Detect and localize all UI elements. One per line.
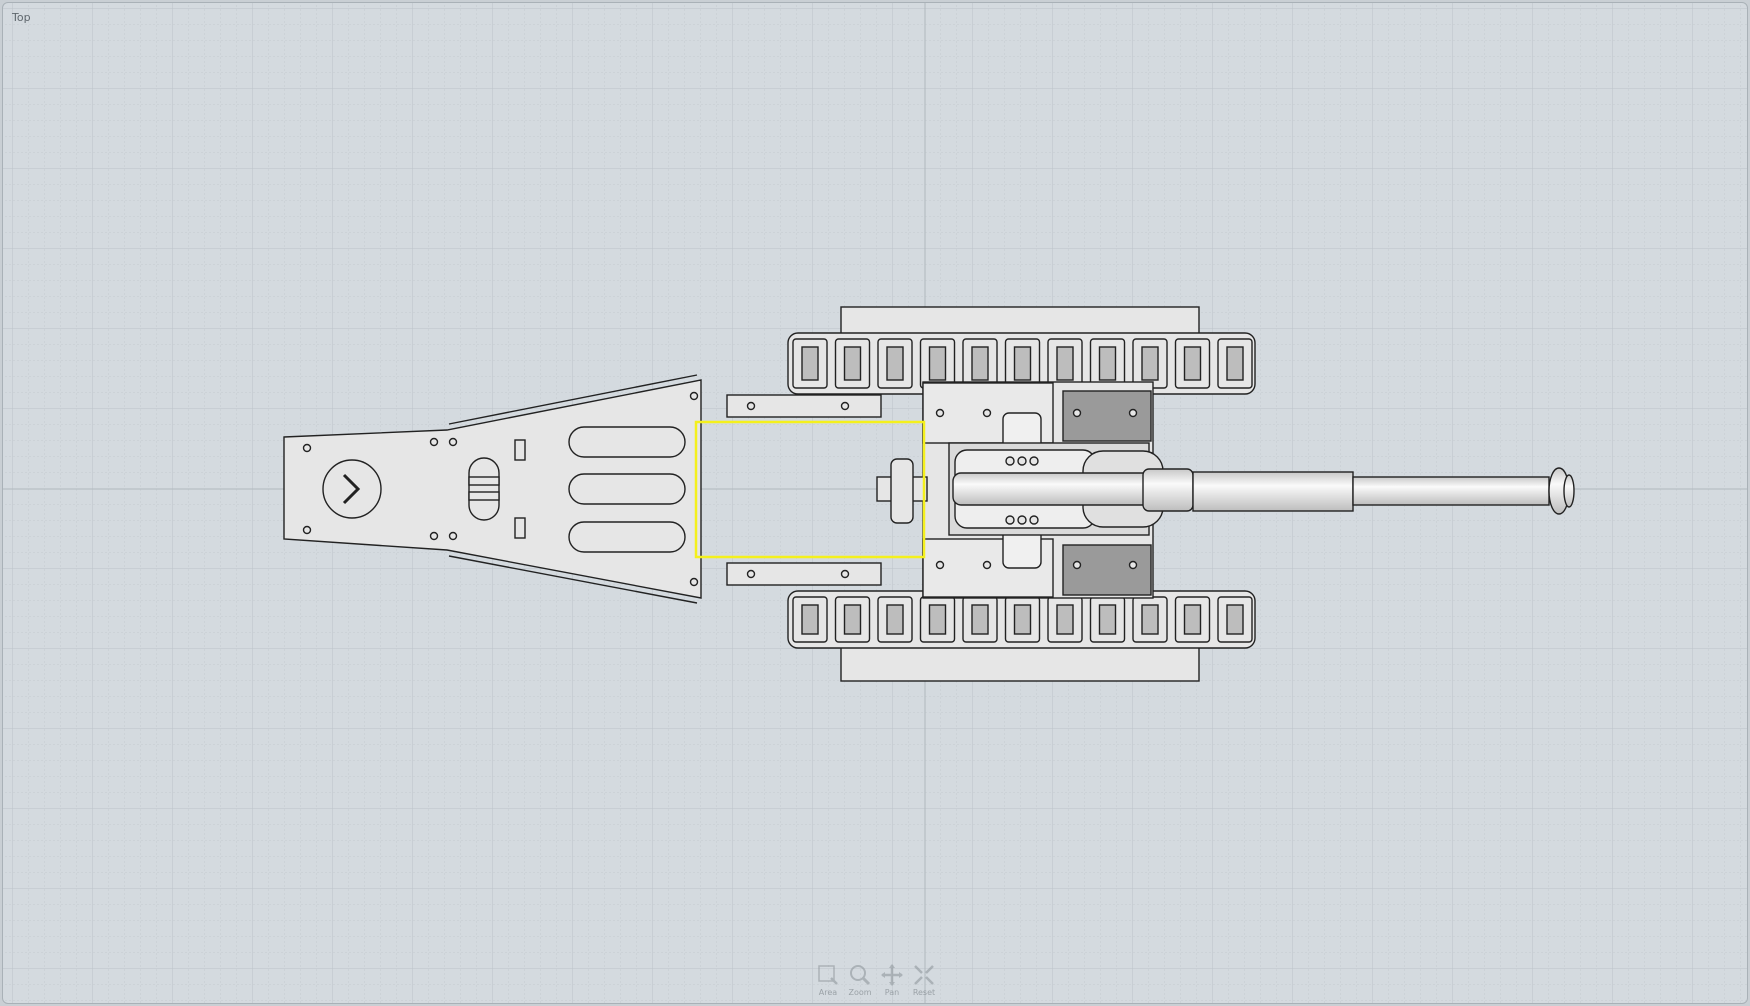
area-select-icon [818,965,838,985]
lower-body [840,642,1200,682]
magnifier-icon [850,965,871,986]
barrel-tip [1352,476,1550,506]
pan-arrows-icon [881,964,903,986]
barrel [1192,471,1354,512]
tail-logo [322,459,382,519]
model-scene[interactable] [3,3,1747,1003]
track-right [787,590,1256,649]
zoom-button[interactable]: Zoom [847,963,873,997]
view-label: Top [12,11,31,24]
track-left [787,332,1256,395]
reset-button[interactable]: Reset [911,963,937,997]
area-button[interactable]: Area [815,963,841,997]
reset-expand-icon [914,965,934,985]
pan-button[interactable]: Pan [879,963,905,997]
selection-box[interactable] [694,420,926,559]
robot-model[interactable] [283,306,1575,682]
view-toolbar: Area Zoom Pan Reset [815,963,937,997]
